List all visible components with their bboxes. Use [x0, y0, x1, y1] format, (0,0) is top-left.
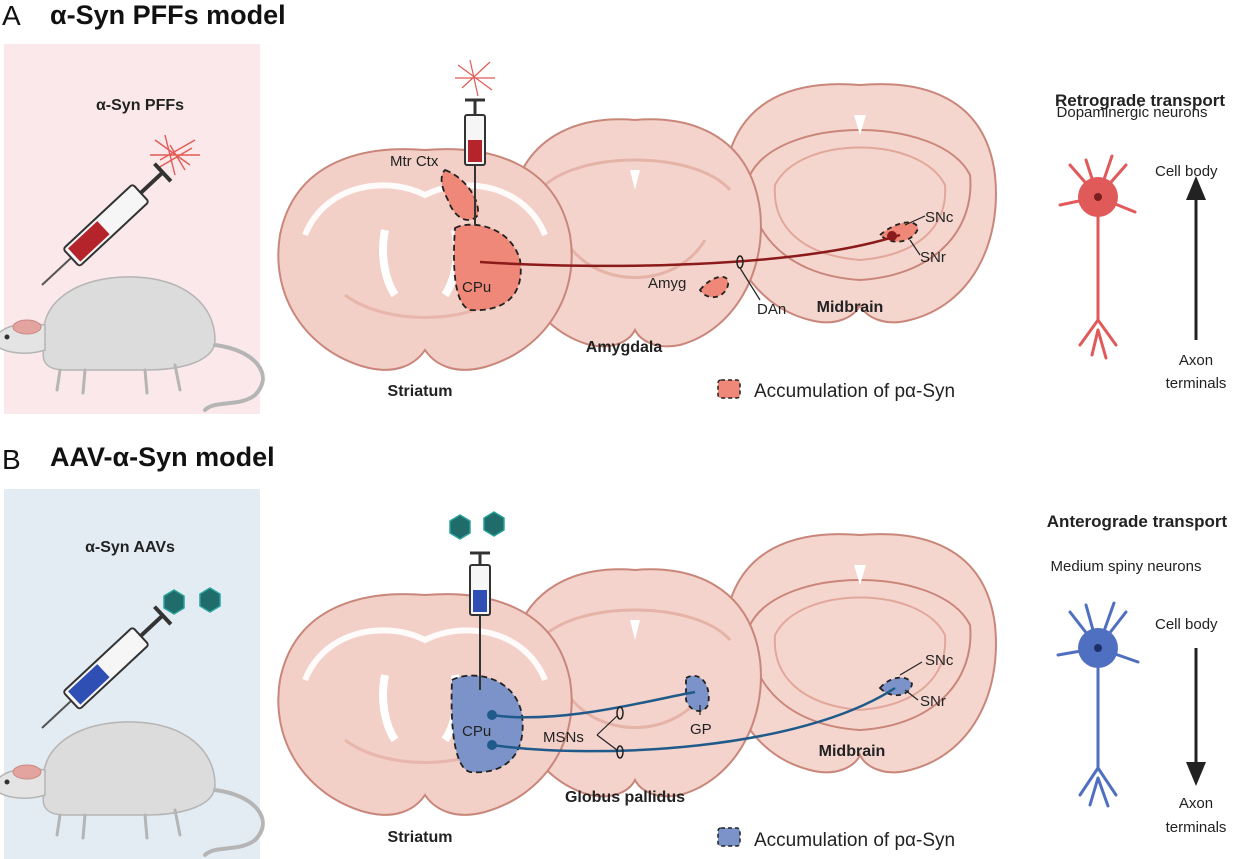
panel-a-title: α-Syn PFFs model: [50, 0, 286, 30]
striatum-label-a: Striatum: [388, 383, 453, 400]
arrow-down-icon: [1186, 762, 1206, 786]
gp-region: [685, 675, 710, 712]
neuron-type-b: Medium spiny neurons: [1051, 558, 1202, 575]
axon-label-a: Axon: [1179, 352, 1213, 369]
msns-label: MSNs: [543, 729, 584, 746]
medium-spiny-neuron-icon: [1056, 601, 1140, 808]
syringe-vertical-icon-b: [469, 551, 491, 690]
panel-a-letter: A: [2, 0, 21, 31]
amyg-region: [698, 276, 729, 299]
msn-fiber-gp: [491, 690, 696, 719]
arrow-up-icon: [1186, 176, 1206, 200]
brain-section-midbrain-a: [723, 83, 997, 324]
cpu-region-b: [450, 674, 524, 774]
brain-section-striatum-a: [278, 149, 571, 370]
dan-label: DAn: [757, 301, 786, 318]
transport-title-b: Anterograde transport: [1047, 512, 1228, 531]
msn-marker-bottom: [616, 745, 624, 759]
soma-dot-a: [887, 231, 897, 241]
mtr-ctx-label: Mtr Ctx: [390, 153, 439, 170]
msn-marker-top: [616, 706, 624, 720]
dopaminergic-fiber: [479, 233, 901, 268]
brain-section-midbrain-b: [723, 533, 997, 774]
panel-b-title: AAV-α-Syn model: [50, 442, 275, 472]
aav-virus-small-icon: [449, 511, 505, 540]
legend-swatch-a: [717, 379, 741, 399]
axon-label-b: Axon: [1179, 795, 1213, 812]
gp-label: GP: [690, 721, 712, 738]
msn-fiber-snr: [491, 686, 896, 753]
legend-swatch-b: [717, 827, 741, 847]
midbrain-label-b: Midbrain: [819, 743, 886, 760]
cell-body-label-a: Cell body: [1155, 163, 1218, 180]
transport-title-a: Retrograde transport: [1055, 91, 1225, 110]
alpha-syn-fibrils-icon: [150, 134, 200, 176]
amygdala-label: Amygdala: [586, 339, 663, 356]
snc-label-a: SNc: [925, 209, 954, 226]
midbrain-label-a: Midbrain: [817, 299, 884, 316]
snc-snr-region-b: [878, 676, 913, 697]
syringe-icon-b: [41, 605, 173, 729]
syringe-vertical-icon-a: [464, 98, 486, 225]
brain-section-striatum-b: [278, 594, 571, 815]
snc-label-b: SNc: [925, 652, 954, 669]
terminals-label-a: terminals: [1166, 375, 1227, 392]
panel-b-injection-label: α-Syn AAVs: [85, 539, 175, 556]
striatum-label-b: Striatum: [388, 829, 453, 846]
snr-label-b: SNr: [920, 693, 946, 710]
cpu-label-a: CPu: [462, 279, 491, 296]
cell-body-label-b: Cell body: [1155, 616, 1218, 633]
mtr-ctx-region: [440, 168, 479, 221]
neuron-type-a: Dopaminergic neurons: [1057, 104, 1208, 121]
panel-a-injection-label: α-Syn PFFs: [96, 97, 184, 114]
legend-label-a: Accumulation of pα-Syn: [754, 381, 955, 402]
panel-b-letter: B: [2, 444, 21, 475]
cpu-region-a: [453, 223, 522, 311]
cpu-label-b: CPu: [462, 723, 491, 740]
alpha-syn-fibrils-small-icon: [455, 59, 495, 97]
terminals-label-b: terminals: [1166, 819, 1227, 836]
globus-pallidus-label: Globus pallidus: [565, 789, 685, 806]
snr-label-a: SNr: [920, 249, 946, 266]
syringe-icon: [41, 162, 173, 286]
legend-label-b: Accumulation of pα-Syn: [754, 830, 955, 851]
aav-virus-icon: [163, 587, 221, 615]
amyg-label: Amyg: [648, 275, 686, 292]
